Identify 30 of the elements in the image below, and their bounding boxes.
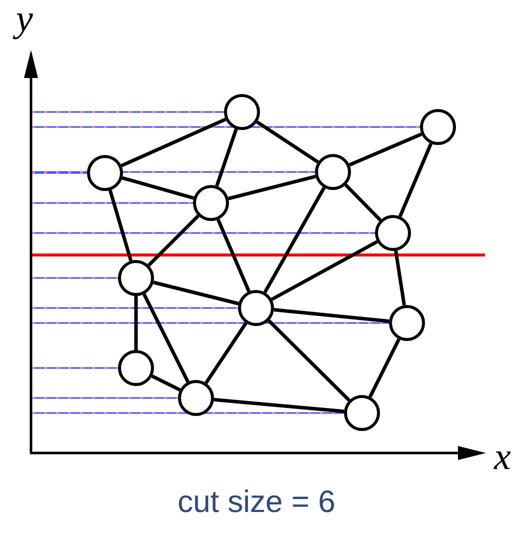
graph-edge xyxy=(134,296,138,350)
graph-edge xyxy=(274,308,390,323)
graph-vertex xyxy=(238,290,274,326)
axis-label: x xyxy=(494,438,511,476)
graph-edge xyxy=(148,214,200,266)
graph-edge xyxy=(344,184,382,222)
graph-vertex xyxy=(224,94,260,130)
graph-edge xyxy=(228,174,316,200)
graph-vertex xyxy=(389,305,425,341)
graph-vertex xyxy=(87,155,123,191)
graph-vertex xyxy=(420,109,456,145)
graph-vertex xyxy=(375,215,411,251)
graph-vertex xyxy=(118,350,154,386)
graph-edge xyxy=(394,250,406,306)
caption: cut size = 6 xyxy=(176,486,336,517)
graph-edge xyxy=(256,120,319,164)
graph-vertex xyxy=(344,395,380,431)
graph-vertex xyxy=(178,380,214,416)
graph-edge xyxy=(215,128,238,187)
graph-vertex xyxy=(193,185,229,221)
graph-edge xyxy=(108,190,133,262)
graph-edge xyxy=(216,218,251,292)
graph-edge xyxy=(153,280,239,306)
graph-edge xyxy=(120,118,226,168)
graph-edge xyxy=(122,176,194,200)
graph-vertex xyxy=(118,260,154,296)
graph-edge xyxy=(268,319,350,402)
graph-edge xyxy=(214,398,344,414)
graph-vertex xyxy=(315,154,351,190)
graph-edge xyxy=(398,142,433,218)
